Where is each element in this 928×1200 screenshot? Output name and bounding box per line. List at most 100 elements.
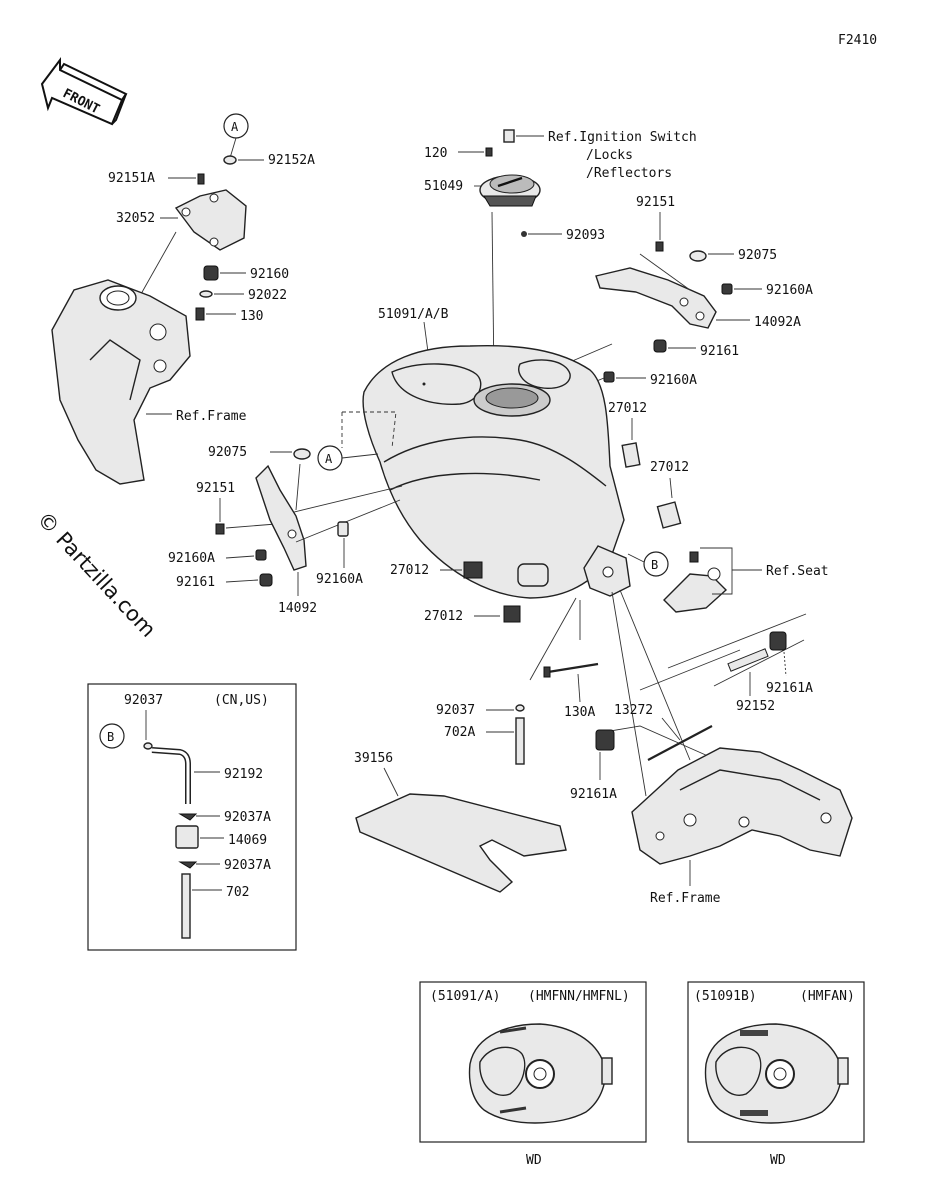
inset-label-92037A-1: 92037A xyxy=(224,810,271,825)
label-130: 130 xyxy=(240,309,263,324)
grommet-icon xyxy=(259,573,273,587)
variant-2-header: (51091B) xyxy=(694,989,757,1004)
label-ref-ignition-switch: Ref.Ignition Switch xyxy=(548,130,697,145)
label-130A: 130A xyxy=(564,705,595,720)
variant-box-1: (51091/A) (HMFNN/HMFNL) WD xyxy=(419,981,647,1168)
pad-27012-icon xyxy=(503,605,521,623)
variant-1-footer: WD xyxy=(526,1153,542,1168)
clip-icon xyxy=(178,861,198,869)
cap-icon xyxy=(293,448,311,460)
label-92160A-right-1: 92160A xyxy=(766,283,813,298)
pad-27012-icon xyxy=(656,501,682,529)
bolt-130A-icon xyxy=(543,666,551,678)
screw-icon xyxy=(485,147,493,157)
grommet-icon xyxy=(603,371,615,383)
bolt-icon xyxy=(195,307,205,321)
label-ref-locks: /Locks xyxy=(586,148,633,163)
bracket-32052 xyxy=(174,189,247,251)
label-27012-3: 27012 xyxy=(390,563,429,578)
oring-icon xyxy=(521,231,527,237)
label-92160A-right-2: 92160A xyxy=(650,373,697,388)
label-13272: 13272 xyxy=(614,703,653,718)
bolt-icon xyxy=(215,523,225,535)
collar-icon xyxy=(337,521,349,537)
label-92075-left: 92075 xyxy=(208,445,247,460)
cap-icon xyxy=(689,250,707,262)
variant-1-models: (HMFNN/HMFNL) xyxy=(528,989,630,1004)
label-14092: 14092 xyxy=(278,601,317,616)
fuel-cap-51049 xyxy=(479,174,541,207)
inset-label-92037A-2: 92037A xyxy=(224,858,271,873)
clamp-icon xyxy=(143,742,153,750)
label-51049: 51049 xyxy=(424,179,463,194)
circle-marker-b-main: B xyxy=(643,551,669,577)
svg-text:A: A xyxy=(325,452,333,466)
label-92151-left: 92151 xyxy=(196,481,235,496)
label-ref-reflectors: /Reflectors xyxy=(586,166,672,181)
label-92075-right: 92075 xyxy=(738,248,777,263)
label-702A: 702A xyxy=(444,725,475,740)
fuel-tank-51091 xyxy=(362,344,625,599)
label-92160A-left: 92160A xyxy=(168,551,215,566)
grommet-icon xyxy=(653,339,667,353)
inset-cnus-box xyxy=(87,683,297,951)
label-51091-A-B: 51091/A/B xyxy=(378,307,449,322)
label-27012-4: 27012 xyxy=(424,609,463,624)
frame-section-left xyxy=(51,279,191,485)
washer-icon xyxy=(199,290,213,298)
seat-lock-icon xyxy=(663,551,728,613)
grommet-icon xyxy=(203,265,219,281)
label-92151A: 92151A xyxy=(108,171,155,186)
bolt-icon xyxy=(655,241,664,252)
label-92152: 92152 xyxy=(736,699,775,714)
ignition-switch-key-icon xyxy=(503,129,515,143)
strip-13272 xyxy=(647,725,713,761)
inset-label-92192: 92192 xyxy=(224,767,263,782)
label-92093: 92093 xyxy=(566,228,605,243)
bolt-icon xyxy=(197,173,205,185)
variant-2-models: (HMFAN) xyxy=(800,989,855,1004)
label-92022: 92022 xyxy=(248,288,287,303)
label-92037-center: 92037 xyxy=(436,703,475,718)
label-92161-left: 92161 xyxy=(176,575,215,590)
label-14092A: 14092A xyxy=(754,315,801,330)
label-92160A-center: 92160A xyxy=(316,572,363,587)
hose-92192 xyxy=(151,747,191,804)
inset-label-92037: 92037 xyxy=(124,693,163,708)
label-92161A-center: 92161A xyxy=(570,787,617,802)
clamp-icon xyxy=(515,704,525,712)
pad-27012-icon xyxy=(621,442,641,468)
variant-1-header: (51091/A) xyxy=(430,989,500,1004)
tank-mount-bracket xyxy=(583,545,631,597)
pad-27012-icon xyxy=(463,561,483,579)
grommet-icon xyxy=(721,283,733,295)
label-27012-1: 27012 xyxy=(608,401,647,416)
grommet-92161A-icon xyxy=(769,631,787,651)
label-27012-2: 27012 xyxy=(650,460,689,475)
label-ref-frame-right: Ref.Frame xyxy=(650,891,721,906)
circle-marker-b-inset: B xyxy=(99,723,125,749)
grommet-icon xyxy=(255,549,267,561)
inset-label-702: 702 xyxy=(226,885,249,900)
inset-label-14069: 14069 xyxy=(228,833,267,848)
collar-92152-icon xyxy=(727,648,769,672)
label-92161-right: 92161 xyxy=(700,344,739,359)
figure-code: F2410 xyxy=(838,33,877,48)
front-arrow-icon: FRONT xyxy=(40,57,128,126)
variant-2-footer: WD xyxy=(770,1153,786,1168)
label-92160-left: 92160 xyxy=(250,267,289,282)
hose-702-icon xyxy=(181,873,191,939)
filter-14069-icon xyxy=(175,825,199,849)
svg-text:B: B xyxy=(107,730,114,744)
pad-icon xyxy=(517,563,549,587)
circle-marker-a-top: A xyxy=(223,113,249,139)
inset-region-label: (CN,US) xyxy=(214,693,269,708)
label-39156: 39156 xyxy=(354,751,393,766)
variant-box-2: (51091B) (HMFAN) WD xyxy=(687,981,865,1168)
svg-text:B: B xyxy=(651,558,658,572)
label-92161A-right: 92161A xyxy=(766,681,813,696)
svg-text:A: A xyxy=(231,120,239,134)
label-92152A: 92152A xyxy=(268,153,315,168)
label-32052: 32052 xyxy=(116,211,155,226)
